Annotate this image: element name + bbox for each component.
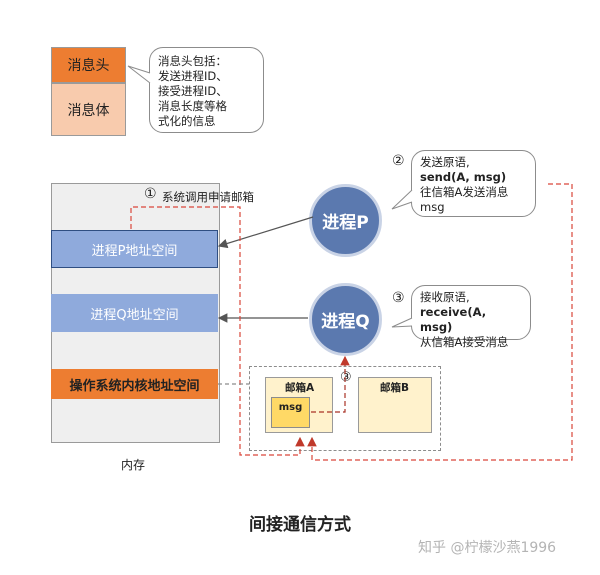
step2-dashed-path — [307, 183, 573, 461]
callout-line: 消息长度等格 — [158, 99, 227, 113]
callout-line: 式化的信息 — [158, 114, 216, 128]
kernel-address-space: 操作系统内核地址空间 — [51, 369, 218, 399]
send-line: 往信箱A发送消息 — [420, 185, 509, 199]
receive-line: 从信箱A接受消息 — [420, 335, 509, 349]
message-header-box: 消息头 — [51, 47, 126, 83]
send-line: 发送原语, — [420, 155, 470, 169]
p-to-space-arrow — [217, 216, 314, 249]
mailbox-b-label: 邮箱B — [380, 382, 410, 394]
process-q-circle: 进程Q — [309, 283, 382, 356]
callout-line: 接受进程ID、 — [158, 84, 228, 98]
receive-callout-tail — [391, 317, 413, 328]
callout-tail — [127, 65, 151, 84]
msg-item: msg — [271, 397, 310, 428]
message-body-box: 消息体 — [51, 83, 126, 136]
send-callout-tail — [391, 189, 413, 210]
process-p-circle: 进程P — [309, 184, 382, 257]
step3-path — [311, 355, 350, 413]
step3-mailbox-number: ③ — [340, 370, 352, 385]
message-header-callout: 消息头包括： 发送进程ID、 接受进程ID、 消息长度等格 式化的信息 — [149, 47, 264, 133]
receive-callout: 接收原语, receive(A, msg) 从信箱A接受消息 — [411, 285, 531, 349]
diagram-title: 间接通信方式 — [249, 515, 351, 535]
memory-label: 内存 — [121, 458, 146, 472]
callout-line: 发送进程ID、 — [158, 69, 228, 83]
step1-dashed-path — [130, 206, 305, 456]
step1-text: 系统调用申请邮箱 — [162, 190, 254, 204]
step1-number: ① — [144, 186, 157, 202]
proc-q-address-space: 进程Q地址空间 — [51, 294, 218, 332]
receive-line: 接收原语, — [420, 290, 470, 304]
mailbox-b — [358, 377, 432, 433]
watermark: 知乎 @柠檬沙燕1996 — [418, 540, 557, 556]
mailbox-a-label: 邮箱A — [285, 382, 315, 394]
send-line: send(A, msg) — [420, 170, 507, 184]
kernel-mailbox-area — [249, 366, 441, 451]
step3-number: ③ — [392, 290, 405, 306]
proc-p-address-space: 进程P地址空间 — [51, 230, 218, 268]
callout-line: 消息头包括： — [158, 54, 227, 68]
send-line: msg — [420, 200, 445, 214]
step2-number: ② — [392, 153, 405, 169]
send-callout: 发送原语, send(A, msg) 往信箱A发送消息 msg — [411, 150, 536, 217]
receive-line: receive(A, msg) — [420, 305, 487, 334]
